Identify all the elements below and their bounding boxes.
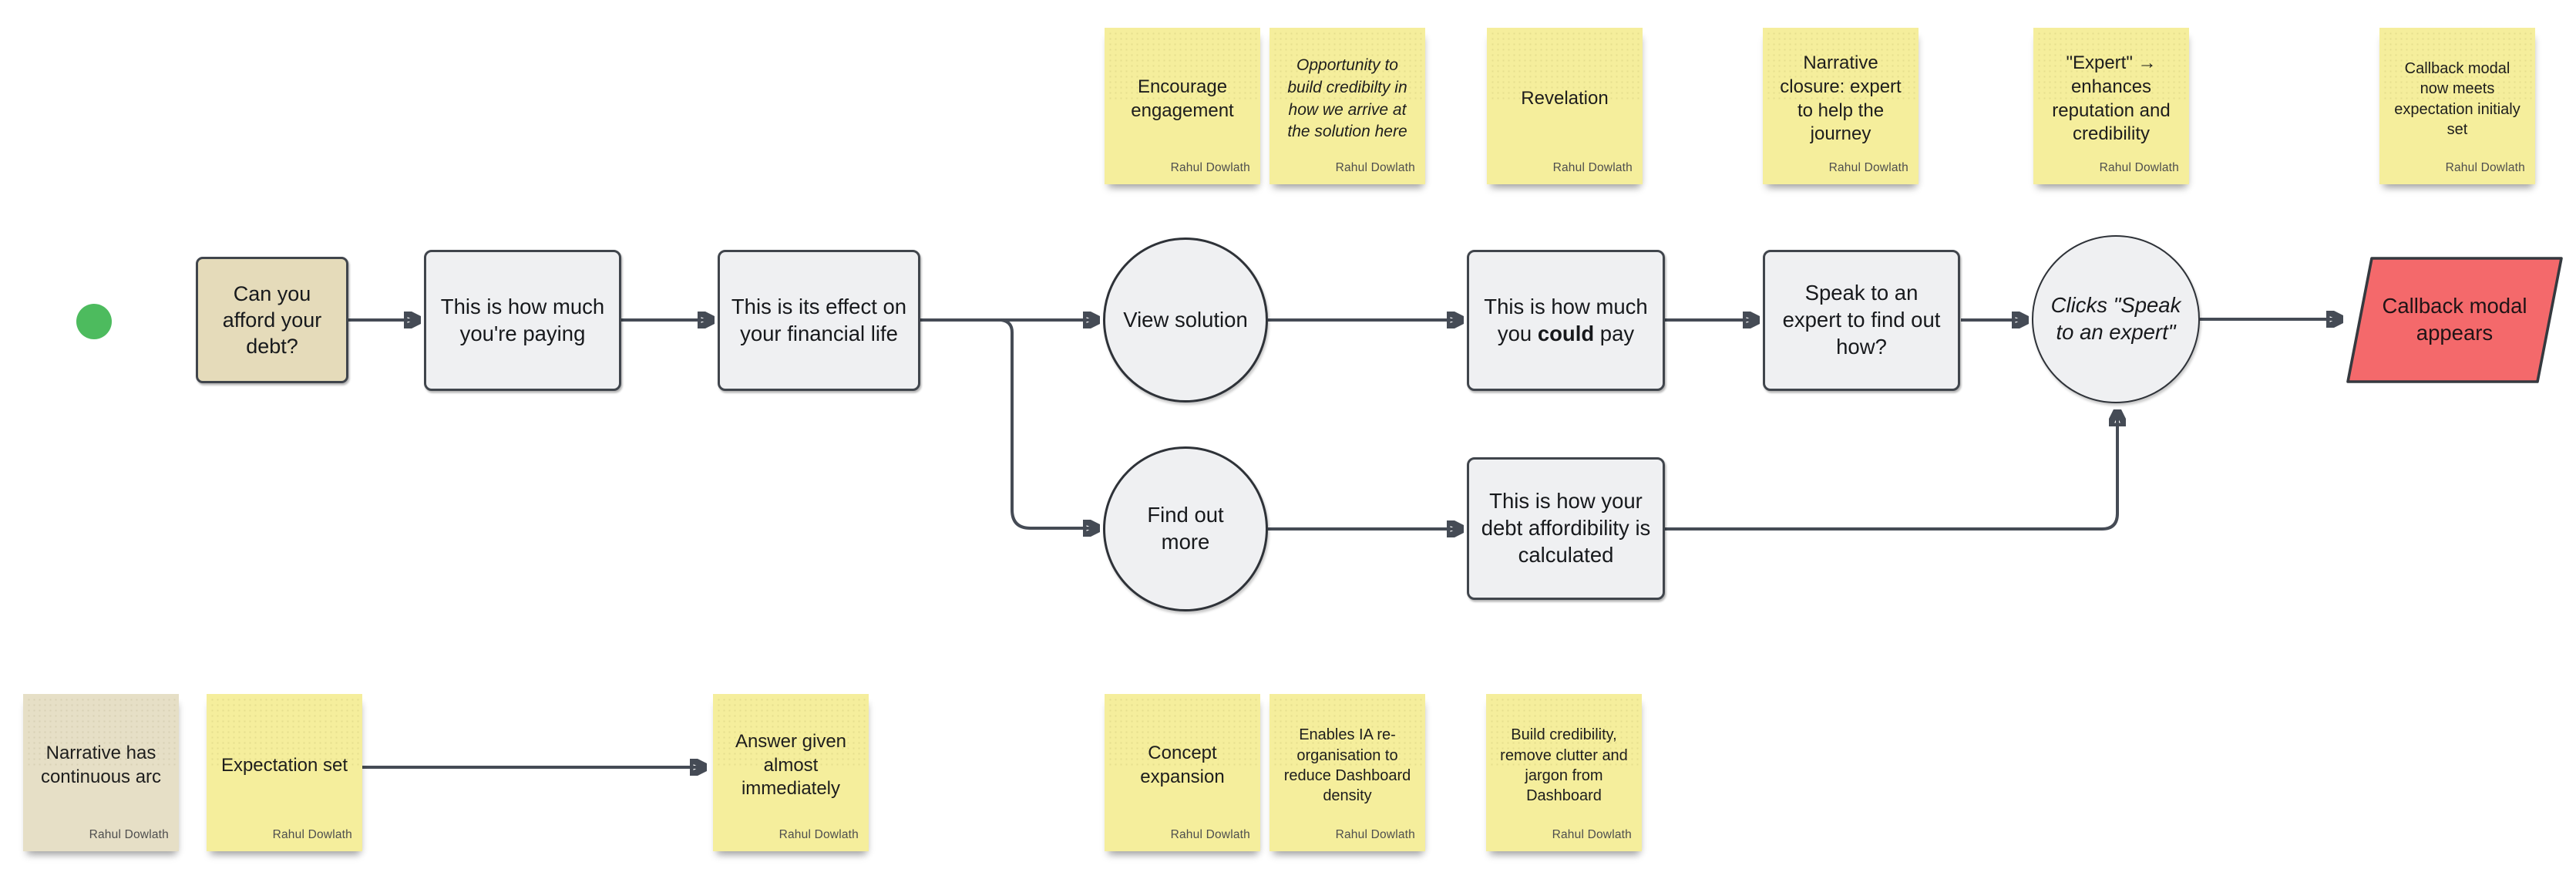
flow-circle-label: View solution (1123, 307, 1248, 332)
sticky-note-text: Callback modal now meets expectation ini… (2394, 59, 2521, 138)
parallelogram-shape (2346, 257, 2563, 383)
flow-box-how-much-you-could-pay[interactable]: This is how much you could pay (1467, 250, 1665, 391)
sticky-note-text: Revelation (1521, 88, 1609, 109)
sticky-note-text: Answer given almost immediately (735, 730, 847, 800)
flow-box-label: This is its effect on your financial lif… (731, 294, 907, 345)
sticky-note-author: Rahul Dowlath (779, 828, 859, 842)
flow-circle-label: Find out more (1147, 503, 1224, 554)
sticky-note-text: Narrative has continuous arc (40, 743, 162, 787)
sticky-note-text: Concept expansion (1140, 743, 1225, 787)
flow-circle-find-out-more[interactable]: Find out more (1103, 446, 1268, 611)
sticky-note-text: Narrative closure: expert to help the jo… (1780, 52, 1902, 145)
sticky-note-author: Rahul Dowlath (2099, 161, 2179, 175)
sticky-note-enables-ia-reorganisation[interactable]: Enables IA re-organisation to reduce Das… (1270, 694, 1425, 851)
sticky-note-concept-expansion[interactable]: Concept expansion Rahul Dowlath (1105, 694, 1260, 851)
flow-box-label: Speak to an expert to find out how? (1782, 281, 1941, 359)
sticky-note-author: Rahul Dowlath (89, 828, 169, 842)
connector-calc-to-clicks[interactable] (1665, 411, 2117, 531)
flow-circle-view-solution[interactable]: View solution (1103, 237, 1268, 403)
connector-effect-to-find-out-more[interactable] (1000, 318, 1098, 528)
sticky-note-revelation[interactable]: Revelation Rahul Dowlath (1487, 28, 1643, 184)
sticky-note-author: Rahul Dowlath (1170, 828, 1250, 842)
sticky-note-author: Rahul Dowlath (1335, 827, 1415, 841)
flow-box-label: This is how much you could pay (1484, 294, 1648, 345)
sticky-note-author: Rahul Dowlath (1335, 160, 1415, 174)
sticky-note-author: Rahul Dowlath (1552, 827, 1632, 841)
sticky-note-narrative-continuous-arc[interactable]: Narrative has continuous arc Rahul Dowla… (23, 694, 179, 851)
flow-box-effect-on-financial-life[interactable]: This is its effect on your financial lif… (718, 250, 920, 391)
sticky-note-text: Expectation set (220, 754, 348, 776)
flow-box-speak-to-an-expert[interactable]: Speak to an expert to find out how? (1763, 250, 1960, 391)
sticky-note-callback-meets-expectation[interactable]: Callback modal now meets expectation ini… (2379, 28, 2535, 184)
sticky-note-expectation-set[interactable]: Expectation set Rahul Dowlath (207, 694, 362, 851)
sticky-note-author: Rahul Dowlath (1552, 161, 1633, 175)
flow-box-label: This is how much you're paying (440, 294, 605, 345)
sticky-note-narrative-closure[interactable]: Narrative closure: expert to help the jo… (1763, 28, 1919, 184)
sticky-note-build-credibility-remove-clutter[interactable]: Build credibility, remove clutter and ja… (1486, 694, 1642, 851)
sticky-note-expert-reputation[interactable]: "Expert" → enhances reputation and credi… (2033, 28, 2189, 184)
sticky-note-text: "Expert" → enhances reputation and credi… (2052, 52, 2171, 145)
flow-box-debt-affordibility-calculated[interactable]: This is how your debt affordibility is c… (1467, 457, 1665, 600)
sticky-note-answer-given-immediately[interactable]: Answer given almost immediately Rahul Do… (713, 694, 869, 851)
sticky-note-author: Rahul Dowlath (272, 828, 352, 842)
sticky-note-text: Build credibility, remove clutter and ja… (1500, 726, 1628, 805)
sticky-note-author: Rahul Dowlath (1828, 161, 1908, 175)
start-dot[interactable] (76, 304, 112, 339)
flow-parallelogram-label: Callback modal appears (2382, 294, 2527, 345)
sticky-note-text: Opportunity to build credibilty in how w… (1287, 56, 1407, 141)
flow-circle-label: Clicks "Speak to an expert" (2050, 293, 2181, 344)
sticky-note-encourage-engagement[interactable]: Encourage engagement Rahul Dowlath (1105, 28, 1260, 184)
sticky-note-opportunity-credibility[interactable]: Opportunity to build credibilty in how w… (1270, 28, 1425, 184)
flow-box-label: This is how your debt affordibility is c… (1481, 489, 1651, 567)
sticky-note-text: Enables IA re-organisation to reduce Das… (1283, 726, 1411, 805)
sticky-note-author: Rahul Dowlath (1170, 161, 1250, 175)
flow-box-label: Can you afford your debt? (222, 281, 322, 359)
flow-circle-clicks-speak-to-expert[interactable]: Clicks "Speak to an expert" (2032, 235, 2200, 403)
flow-parallelogram-callback-modal[interactable]: Callback modal appears (2346, 257, 2563, 383)
sticky-note-author: Rahul Dowlath (2445, 160, 2525, 174)
sticky-note-text: Encourage engagement (1131, 76, 1234, 121)
flow-box-how-much-youre-paying[interactable]: This is how much you're paying (424, 250, 621, 391)
flow-box-can-you-afford-your-debt[interactable]: Can you afford your debt? (196, 257, 348, 383)
